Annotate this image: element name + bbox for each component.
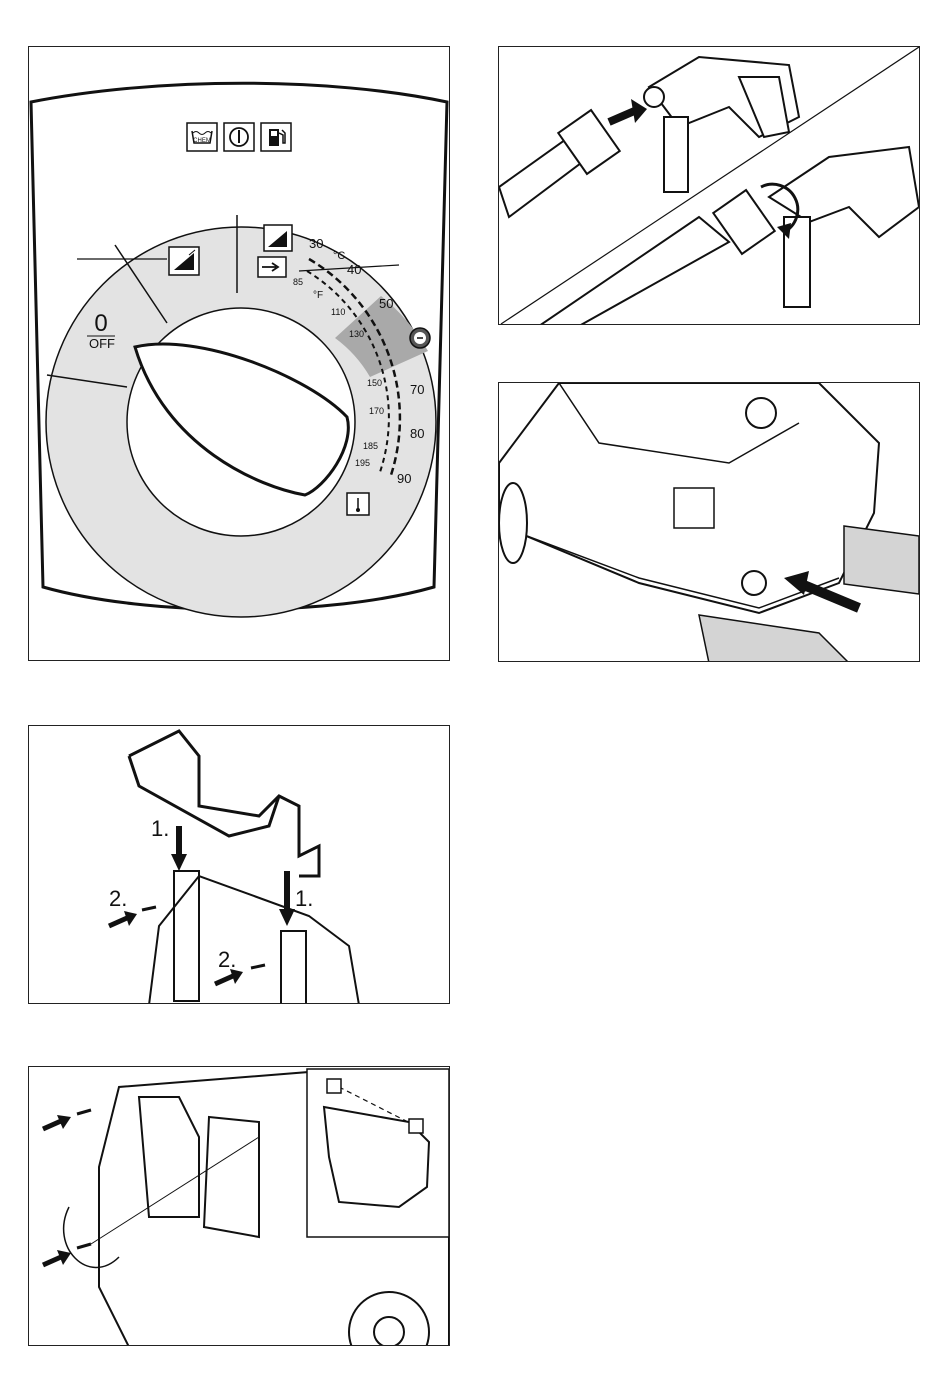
svg-text:CHEM: CHEM — [193, 138, 211, 144]
off-number: 0 — [94, 310, 107, 337]
handle-assembly-figure: 1. 1. 2. 2. — [28, 725, 450, 1004]
fahrenheit-mark: 170 — [369, 406, 384, 416]
push-handle — [129, 731, 319, 876]
handle-assembly-drawing: 1. 1. 2. 2. — [29, 726, 450, 1004]
fahrenheit-mark: 85 — [293, 277, 303, 287]
lance-lower — [539, 217, 729, 325]
push-arrow-lower — [43, 1257, 61, 1265]
spray-nozzle-icon — [169, 247, 199, 275]
off-text: OFF — [89, 336, 115, 351]
forklift-transport-figure — [498, 382, 920, 662]
screw-right — [251, 965, 265, 968]
celsius-unit: °C — [333, 250, 345, 262]
spray-gun-drawing — [499, 47, 920, 325]
step-two-left: 2. — [109, 886, 127, 911]
celsius-mark: 80 — [410, 426, 424, 441]
caster-wheel — [742, 571, 766, 595]
fahrenheit-mark: 185 — [363, 441, 378, 451]
chem-detergent-icon: CHEM — [187, 123, 217, 151]
accessory-holder-drawing — [29, 1067, 450, 1346]
celsius-mark: 70 — [410, 382, 424, 397]
fahrenheit-mark: 130 — [349, 329, 364, 339]
fork-left — [699, 615, 849, 662]
spray-nozzle-icon — [264, 225, 292, 251]
forklift-drawing — [499, 383, 920, 662]
eco-marker-icon — [410, 328, 430, 348]
control-dial-drawing: CHEM — [29, 47, 450, 661]
push-arrow-upper — [43, 1121, 61, 1129]
screw-upper — [77, 1110, 91, 1114]
control-dial-small — [746, 398, 776, 428]
nozzle-arrow-icon — [258, 257, 286, 277]
control-dial-figure: CHEM — [28, 46, 450, 661]
frame-post-right — [281, 931, 306, 1004]
step-two-right: 2. — [218, 947, 236, 972]
celsius-mark: 50 — [379, 296, 393, 311]
accessory-holder-figure — [28, 1066, 450, 1346]
fahrenheit-mark: 150 — [367, 378, 382, 388]
wheel — [499, 483, 527, 563]
celsius-mark: 30 — [309, 236, 323, 251]
step-one-right: 1. — [295, 886, 313, 911]
step-one-left: 1. — [151, 816, 169, 841]
push-arrow-left — [109, 918, 127, 926]
thermometer-icon — [347, 493, 369, 515]
fork-right — [844, 526, 919, 594]
fahrenheit-mark: 195 — [355, 458, 370, 468]
screw-lower — [77, 1244, 91, 1248]
screw-left — [142, 907, 156, 910]
fuel-pump-icon — [261, 123, 291, 151]
celsius-mark: 40 — [347, 262, 361, 277]
celsius-mark: 90 — [397, 471, 411, 486]
power-icon — [224, 123, 254, 151]
push-arrow-right — [215, 976, 233, 984]
spray-gun-assembly-figure — [498, 46, 920, 325]
fahrenheit-unit: °F — [313, 290, 323, 301]
fahrenheit-mark: 110 — [331, 307, 345, 317]
